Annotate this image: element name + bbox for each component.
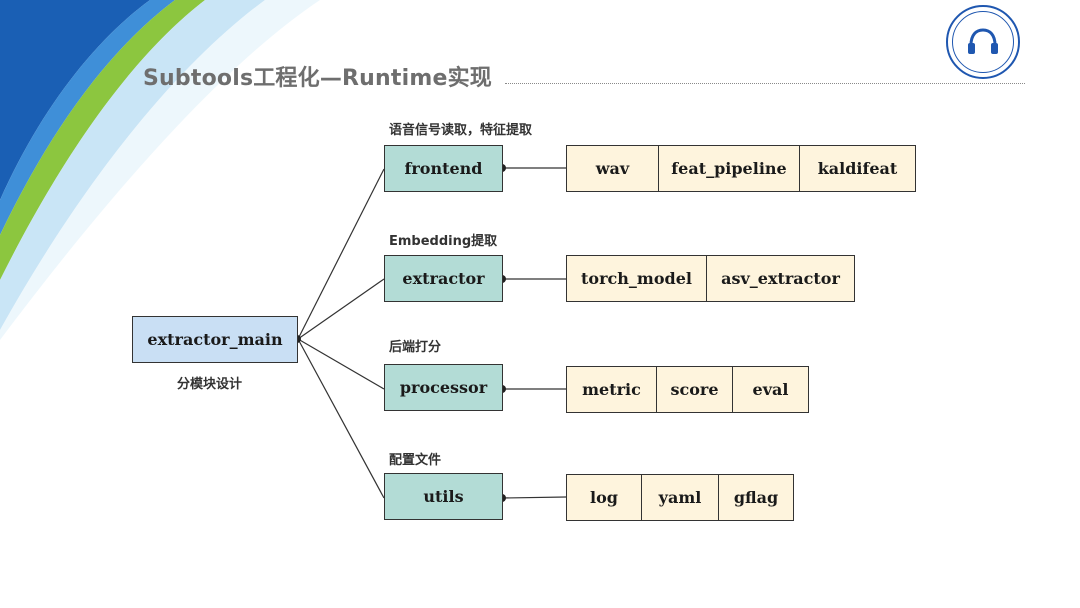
root-node-label: extractor_main [147, 330, 283, 349]
processor-caption: 后端打分 [389, 340, 442, 355]
root-link-extractor [297, 278, 385, 340]
processor-node-label: processor [399, 378, 488, 397]
item-gflag: gflag [718, 474, 794, 521]
slide-title: Subtools工程化—Runtime实现 [143, 66, 493, 91]
root-link-frontend [297, 168, 385, 340]
frontend-node-label: frontend [404, 159, 483, 178]
root-caption: 分模块设计 [177, 377, 243, 392]
extractor-caption: Embedding提取 [389, 234, 498, 249]
utils-link [502, 496, 567, 499]
item-kaldifeat: kaldifeat [799, 145, 916, 192]
extractor-node-label: extractor [402, 269, 485, 288]
item-torch-model: torch_model [566, 255, 707, 302]
root-node: extractor_main [132, 316, 298, 363]
utils-items: log yaml gflag [566, 474, 794, 521]
item-score: score [656, 366, 733, 413]
utils-node-label: utils [423, 487, 464, 506]
item-eval: eval [732, 366, 809, 413]
item-yaml: yaml [641, 474, 719, 521]
frontend-caption: 语音信号读取，特征提取 [389, 123, 533, 138]
utils-caption: 配置文件 [389, 453, 442, 468]
extractor-node: extractor [384, 255, 503, 302]
headphones-icon [968, 28, 998, 54]
title-underline [505, 83, 1025, 84]
logo [946, 5, 1020, 79]
item-log: log [566, 474, 642, 521]
root-link-processor [297, 338, 385, 390]
frontend-items: wav feat_pipeline kaldifeat [566, 145, 916, 192]
extractor-items: torch_model asv_extractor [566, 255, 855, 302]
item-feat-pipeline: feat_pipeline [658, 145, 800, 192]
item-metric: metric [566, 366, 657, 413]
corner-swoosh-decoration [0, 0, 320, 340]
utils-node: utils [384, 473, 503, 520]
item-asv-extractor: asv_extractor [706, 255, 855, 302]
item-wav: wav [566, 145, 659, 192]
root-link-utils [297, 338, 385, 499]
processor-items: metric score eval [566, 366, 809, 413]
frontend-node: frontend [384, 145, 503, 192]
processor-node: processor [384, 364, 503, 411]
